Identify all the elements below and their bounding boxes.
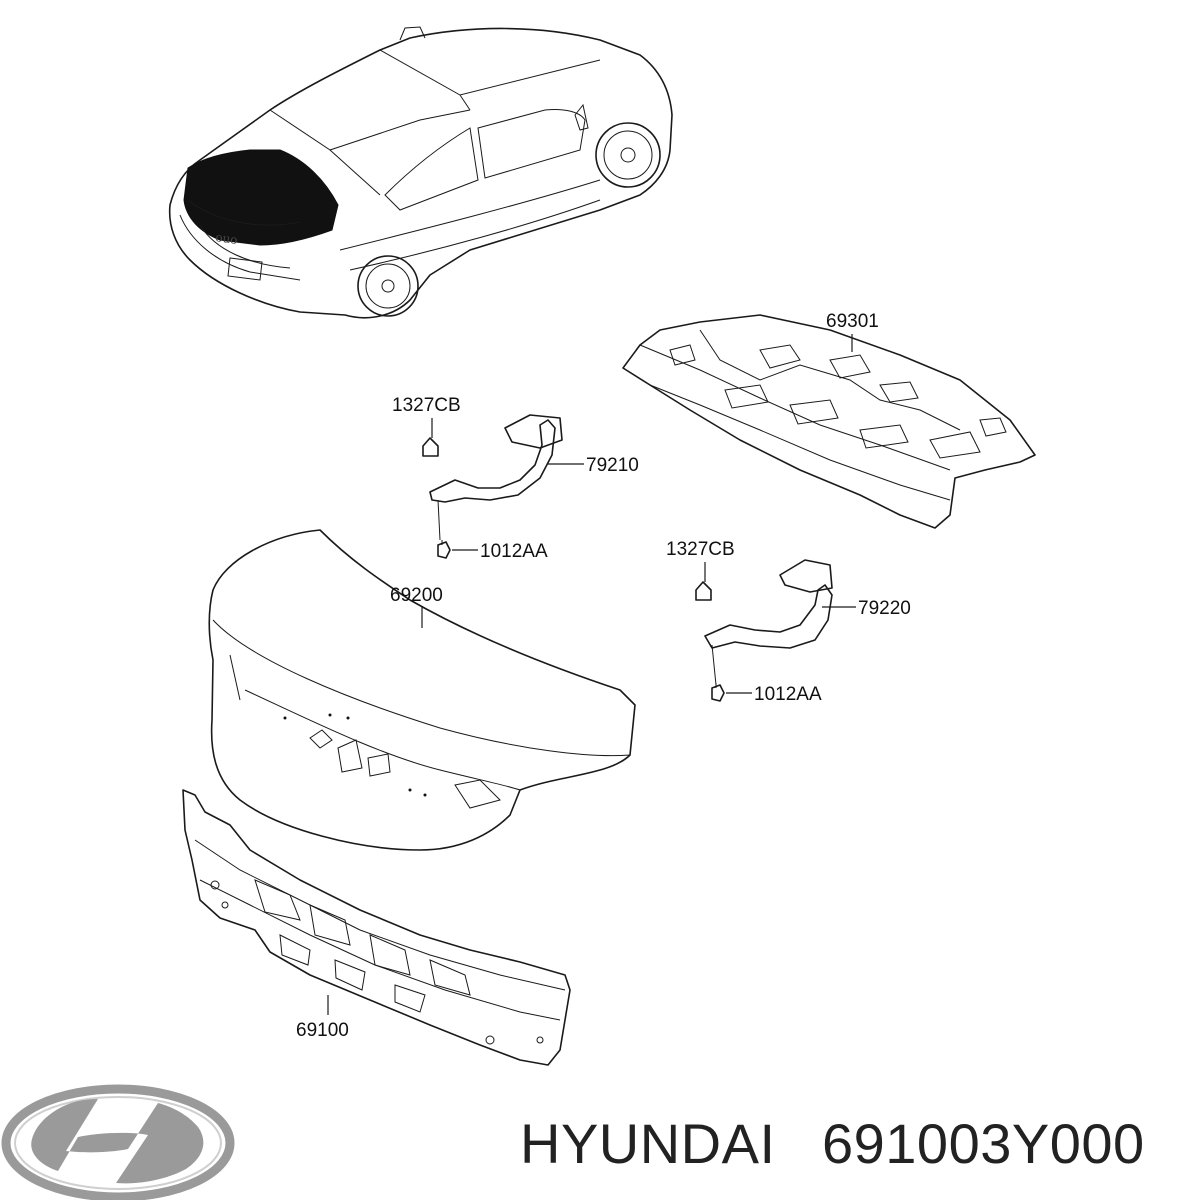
callout-69100: 69100 bbox=[296, 1020, 349, 1041]
callout-69200: 69200 bbox=[390, 585, 443, 606]
part-number: 691003Y000 bbox=[822, 1112, 1145, 1175]
nut-1327cb-right bbox=[695, 581, 712, 601]
bolt-1012aa-left bbox=[437, 540, 451, 559]
callout-79220: 79220 bbox=[858, 598, 911, 619]
bolt-1012aa-right bbox=[711, 683, 725, 702]
callout-1327cb-left: 1327CB bbox=[392, 395, 461, 416]
trunk-lid-highlight bbox=[183, 149, 339, 246]
callout-1012aa-right: 1012AA bbox=[754, 684, 822, 705]
trunk-lid-69200 bbox=[208, 529, 636, 851]
package-tray-panel-69301 bbox=[622, 314, 1036, 529]
rear-panel-69100 bbox=[182, 789, 571, 1066]
callout-69301: 69301 bbox=[826, 311, 879, 332]
hyundai-logo bbox=[1, 1084, 235, 1200]
car-overview-illustration: ouo bbox=[168, 26, 673, 319]
callout-1012aa-left: 1012AA bbox=[480, 541, 548, 562]
trunk-hinge-left-79210 bbox=[429, 414, 563, 541]
nut-1327cb-left bbox=[422, 437, 439, 457]
trunk-hinge-right-79220 bbox=[704, 559, 833, 686]
car-badge: ouo bbox=[215, 230, 239, 247]
callout-79210: 79210 bbox=[586, 455, 639, 476]
brand-name: HYUNDAI bbox=[520, 1112, 776, 1175]
callout-1327cb-right: 1327CB bbox=[666, 539, 735, 560]
